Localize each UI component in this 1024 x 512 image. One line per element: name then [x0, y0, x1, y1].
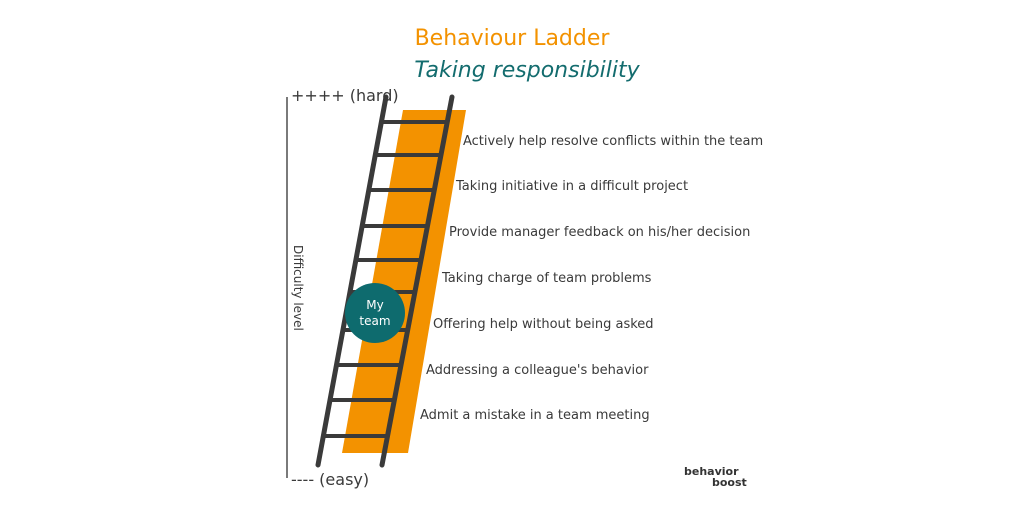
marker-line1: My — [366, 298, 384, 312]
step-label: Addressing a colleague's behavior — [426, 363, 649, 378]
axis-bottom-label: ---- (easy) — [291, 470, 370, 489]
ladder-right-rail — [379, 94, 455, 468]
logo-line1: behavior — [684, 465, 739, 478]
step-label: Taking initiative in a difficult project — [456, 179, 689, 194]
diagram-title: Behaviour Ladder — [414, 26, 610, 51]
step-label: Provide manager feedback on his/her deci… — [449, 225, 751, 240]
my-team-marker: My team — [345, 283, 405, 343]
step-label: Actively help resolve conflicts within t… — [463, 134, 764, 149]
diagram-subtitle: Taking responsibility — [414, 58, 640, 83]
step-label: Offering help without being asked — [433, 317, 654, 332]
logo-line2: boost — [712, 476, 747, 489]
step-label: Admit a mistake in a team meeting — [420, 408, 650, 423]
ladder-left-rail — [315, 94, 389, 468]
logo: behavior boost — [684, 466, 747, 488]
step-label: Taking charge of team problems — [442, 271, 652, 286]
axis-label: Difficulty level — [291, 245, 305, 331]
axis-top-label: ++++ (hard) — [291, 86, 399, 105]
marker-line2: team — [359, 314, 391, 328]
